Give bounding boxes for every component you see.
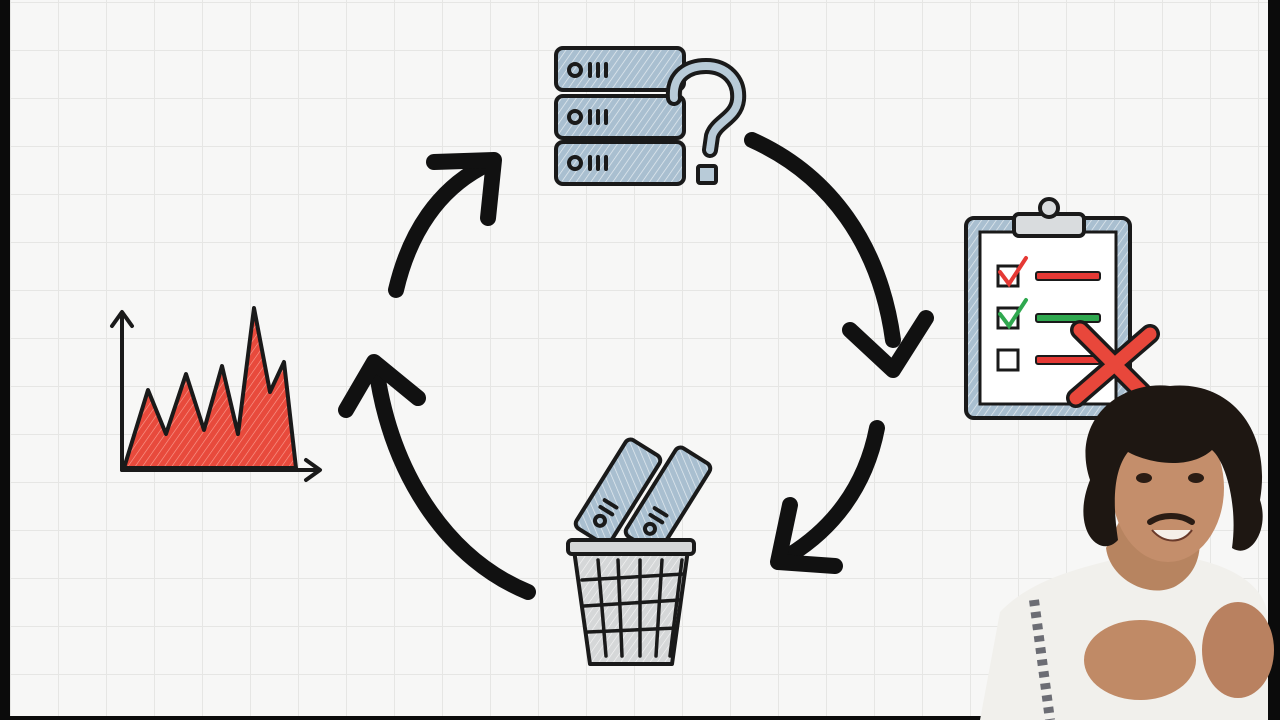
- checklist-clipboard-icon: [964, 197, 1160, 420]
- clipboard-clip-icon: [1012, 197, 1086, 238]
- hard-drive-icon: [573, 437, 713, 555]
- presenter-hand-right: [1202, 602, 1274, 698]
- presenter-video-overlay: [980, 385, 1274, 720]
- arrow-checklist-to-trash: [770, 420, 885, 574]
- checklist-row-1: [996, 256, 1101, 288]
- video-frame-left: [0, 0, 10, 720]
- server-question-icon: [554, 46, 747, 186]
- video-frame-right: [1268, 0, 1280, 720]
- question-mark-icon: [665, 57, 747, 185]
- video-frame-bottom: [0, 716, 1280, 720]
- trash-bin-icon: [566, 538, 696, 666]
- arrow-trash-to-chart: [338, 354, 536, 600]
- trash-bin-drives-icon: [566, 437, 713, 666]
- presenter-hand-left: [1084, 620, 1196, 700]
- red-x-icon: [1066, 320, 1160, 408]
- presenter-hair: [1083, 385, 1263, 551]
- server-rack-icon: [554, 46, 686, 186]
- arrow-chart-to-server: [388, 152, 502, 298]
- checklist-row-3: [996, 348, 1101, 372]
- checklist-row-2: [996, 298, 1101, 330]
- area-chart-icon: [110, 306, 322, 482]
- chart-axes-icon: [110, 310, 322, 482]
- arrow-server-to-checklist: [744, 132, 934, 378]
